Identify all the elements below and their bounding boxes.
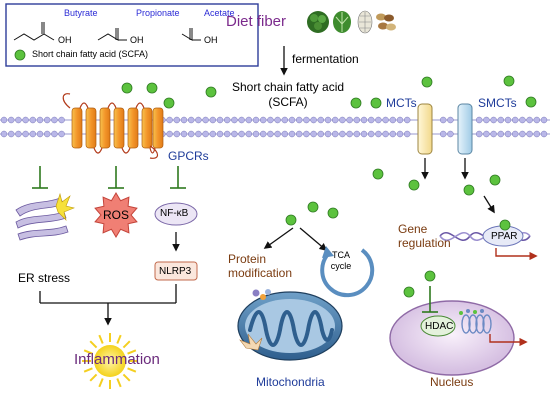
cabbage-icon [333,11,351,33]
tca-line2: cycle [330,261,352,271]
scfa-dots [121,75,537,298]
bean-icon [376,13,396,31]
propionate-label: Propionate [136,8,180,18]
mct-transporter [417,103,433,155]
nlrp3-box [154,261,198,281]
scfa-legend-box [5,3,259,67]
mcts-label: MCTs [386,96,417,110]
hdac-label: HDAC [425,321,454,332]
protein-mod-line2: modification [228,266,293,280]
diet-fiber-label: Diet fiber [226,13,287,30]
acetate-label: Acetate [204,8,235,18]
smct-transporter [457,103,473,155]
ppar-transcription-arrow [495,248,538,261]
ros-burst [94,192,138,238]
propionate-oh: OH [130,35,144,45]
gene-regulation-line1: Gene [398,222,428,236]
mitochondria-label: Mitochondria [256,375,325,389]
broccoli-icon [307,11,329,33]
propionate-structure [97,28,119,41]
butyrate-oh: OH [58,35,72,45]
nucleus-label: Nucleus [430,375,474,389]
hdac-shape [420,315,456,337]
gpcrs-label: GPCRs [168,149,209,163]
gpcr-receptor [62,93,164,159]
tca-line1: TCA [332,250,350,260]
gpcr-inhibition-lines [32,166,186,189]
nlrp3-label: NLRP3 [159,266,192,277]
nfkb-shape [154,202,198,226]
ppar-label: PPAR [491,231,518,242]
butyrate-structure [13,22,45,41]
sun-icon [82,333,138,389]
butyrate-label: Butyrate [64,8,98,18]
er-stress-label: ER stress [18,271,71,285]
mitochondrion [237,289,343,361]
scfa-legend-caption: Short chain fatty acid (SCFA) [32,49,149,59]
ros-label: ROS [102,208,129,222]
scfa-title-line2: (SCFA) [268,95,308,109]
protein-mod-line1: Protein [228,252,267,266]
membrane-lipid-heads [0,116,548,138]
tca-cycle-icon [320,246,375,298]
nucleus [389,300,528,376]
scfa-title-line1: Short chain fatty acid [231,80,345,94]
corn-icon [357,10,373,34]
inflammation-label: Inflammation [74,351,160,368]
fermentation-label: fermentation [292,52,359,66]
hdac-inhibition-line [422,286,438,313]
nfkb-label: NF-κB [160,208,189,219]
inflammation-bracket [39,284,177,326]
er-stress-icon [15,192,75,241]
acetate-oh: OH [204,35,218,45]
scfa-legend-dot [14,49,26,61]
smcts-label: SMCTs [478,96,517,110]
gene-regulation-line2: regulation [398,236,451,250]
